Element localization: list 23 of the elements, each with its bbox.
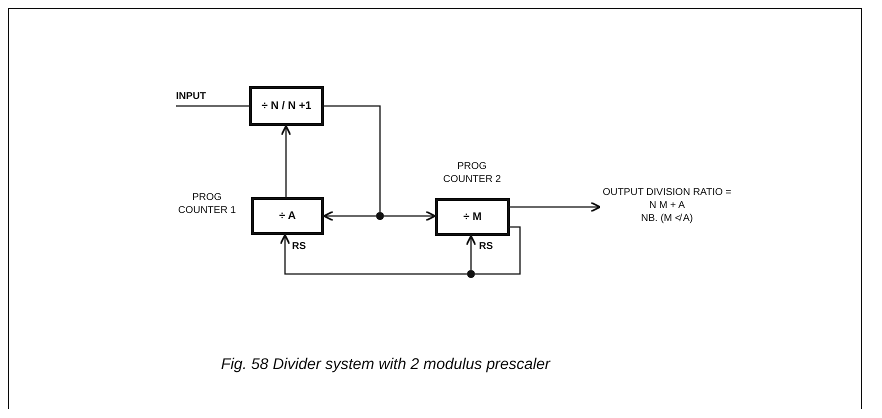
connector	[176, 105, 249, 107]
connector	[510, 202, 601, 212]
connector	[466, 235, 476, 270]
connector	[280, 234, 467, 275]
input-label: INPUT	[176, 91, 206, 102]
connector	[384, 210, 436, 222]
divider-block: ÷ A	[251, 197, 324, 235]
connector	[324, 105, 381, 212]
divider-block: ÷ M	[435, 198, 510, 236]
reset-pin-label: RS	[292, 241, 306, 252]
figure-caption: Fig. 58 Divider system with 2 modulus prescaler	[221, 356, 550, 374]
ratio-text-line: NB. (M ≮ A)	[641, 212, 693, 225]
junction-dot	[376, 212, 384, 220]
connector	[323, 210, 376, 222]
reset-pin-label: RS	[479, 241, 493, 252]
connector	[280, 125, 292, 197]
divider-block: ÷ N / N +1	[249, 86, 324, 126]
junction-dot	[467, 270, 475, 278]
counter-label: PROG COUNTER 1	[177, 191, 237, 217]
ratio-text-line: N M + A	[649, 199, 685, 212]
ratio-text-line: OUTPUT DIVISION RATIO =	[602, 186, 732, 199]
counter-label: PROG COUNTER 2	[442, 160, 502, 186]
connector	[475, 226, 521, 275]
